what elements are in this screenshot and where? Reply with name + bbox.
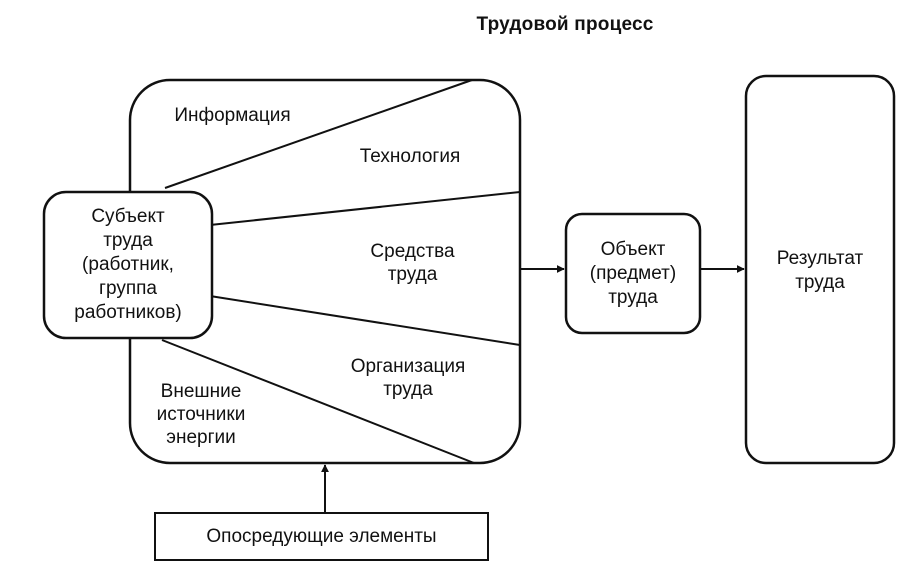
subject-line1: Субъект xyxy=(91,206,165,227)
label-means-of-labor: Средства труда xyxy=(340,240,485,286)
energy-line2: источники xyxy=(156,404,246,425)
label-information: Информация xyxy=(150,104,315,127)
result-line2: труда xyxy=(795,272,845,293)
subject-line4: группа xyxy=(99,278,157,299)
subject-label: Субъект труда (работник, группа работник… xyxy=(44,192,212,338)
subject-line3: (работник, xyxy=(82,254,174,275)
subject-box xyxy=(42,190,214,340)
mediating-text: Опосредующие элементы xyxy=(206,525,437,547)
result-line1: Результат xyxy=(776,248,864,269)
object-box xyxy=(564,212,702,335)
label-external-energy: Внешние источники энергии xyxy=(136,380,266,449)
organization-line2: труда xyxy=(383,379,433,400)
subject-line2: труда xyxy=(103,230,153,251)
energy-line1: Внешние xyxy=(160,381,242,402)
organization-line1: Организация xyxy=(350,356,466,377)
subject-line5: работников) xyxy=(74,302,182,323)
object-label: Объект (предмет) труда xyxy=(566,214,700,333)
means-line1: Средства xyxy=(370,241,455,262)
object-line2: (предмет) xyxy=(589,262,677,284)
means-line2: труда xyxy=(387,264,438,285)
label-technology: Технология xyxy=(335,145,485,168)
label-organization-of-labor: Организация труда xyxy=(328,355,488,401)
diagram-title: Трудовой процесс xyxy=(476,14,654,35)
energy-line3: энергии xyxy=(166,427,236,448)
divider-organization-energy xyxy=(161,339,475,464)
divider-means-organization xyxy=(209,295,521,346)
divider-technology-means xyxy=(209,191,521,226)
result-box xyxy=(744,74,896,465)
mediating-elements-box xyxy=(154,512,489,561)
object-line1: Объект xyxy=(600,238,666,260)
technology-text: Технология xyxy=(359,146,461,167)
object-line3: труда xyxy=(608,286,658,308)
mediating-elements-label: Опосредующие элементы xyxy=(155,513,488,560)
result-label: Результат труда xyxy=(746,247,894,295)
information-text: Информация xyxy=(174,105,291,126)
divider-information-technology xyxy=(164,79,473,189)
